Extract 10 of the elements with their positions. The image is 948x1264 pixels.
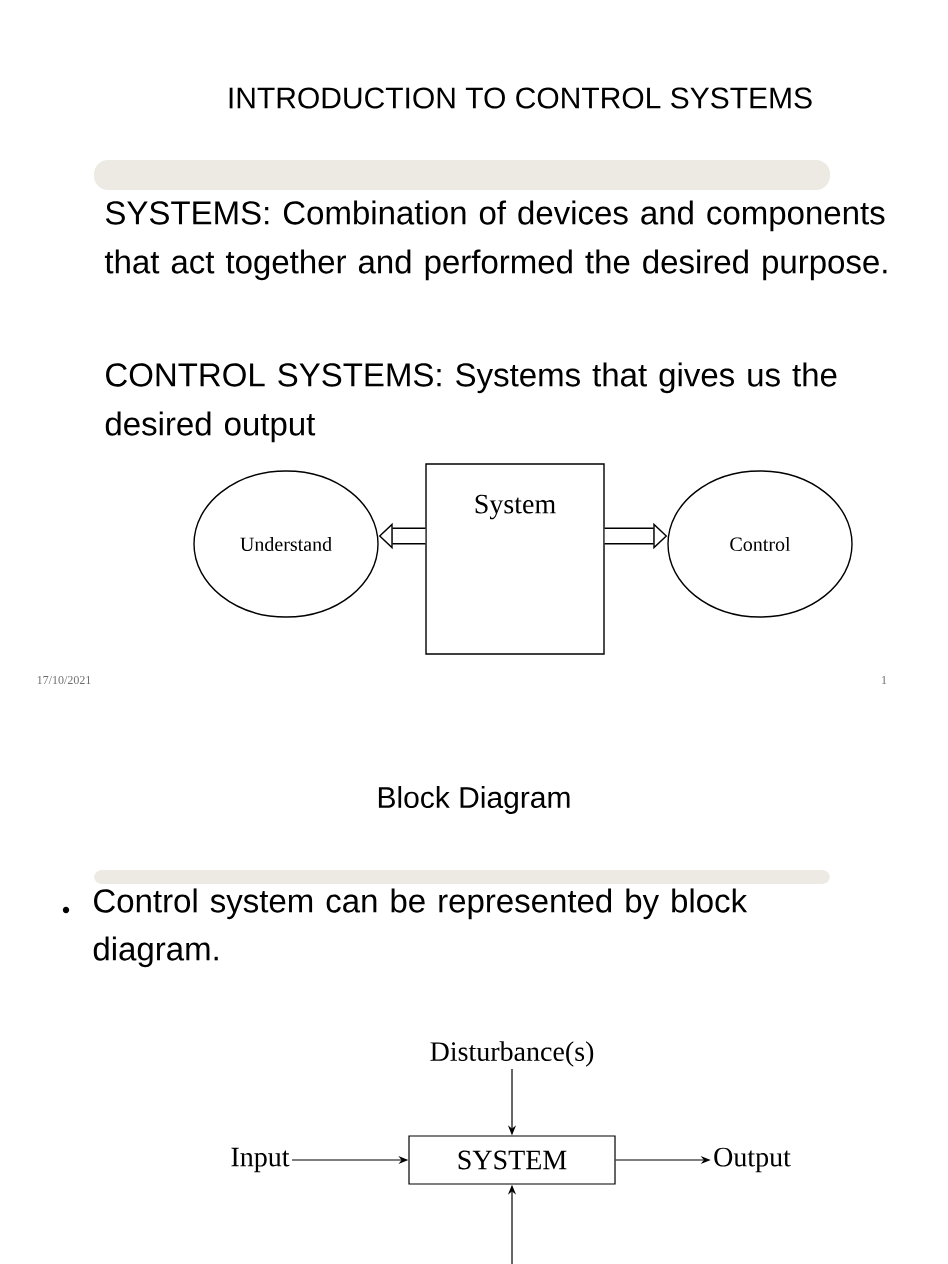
paragraph: SYSTEMS: Combination of devices and components that act together and performed the desired purpose. bbox=[104, 200, 887, 281]
signal-label: Input bbox=[231, 1147, 290, 1173]
system-block: SYSTEM bbox=[408, 1135, 616, 1185]
signal-label: Output bbox=[714, 1147, 791, 1173]
slide-title: INTRODUCTION TO CONTROL SYSTEMS bbox=[229, 87, 812, 109]
paragraph: CONTROL SYSTEMS: Systems that gives us the desired output bbox=[105, 362, 837, 443]
bullet-text: Control system can be represented by block diagram. bbox=[93, 888, 748, 968]
system-box: System bbox=[425, 463, 605, 655]
slide-title: Block Diagram bbox=[378, 786, 570, 814]
signal-label: Disturbance(s) bbox=[430, 1041, 594, 1067]
